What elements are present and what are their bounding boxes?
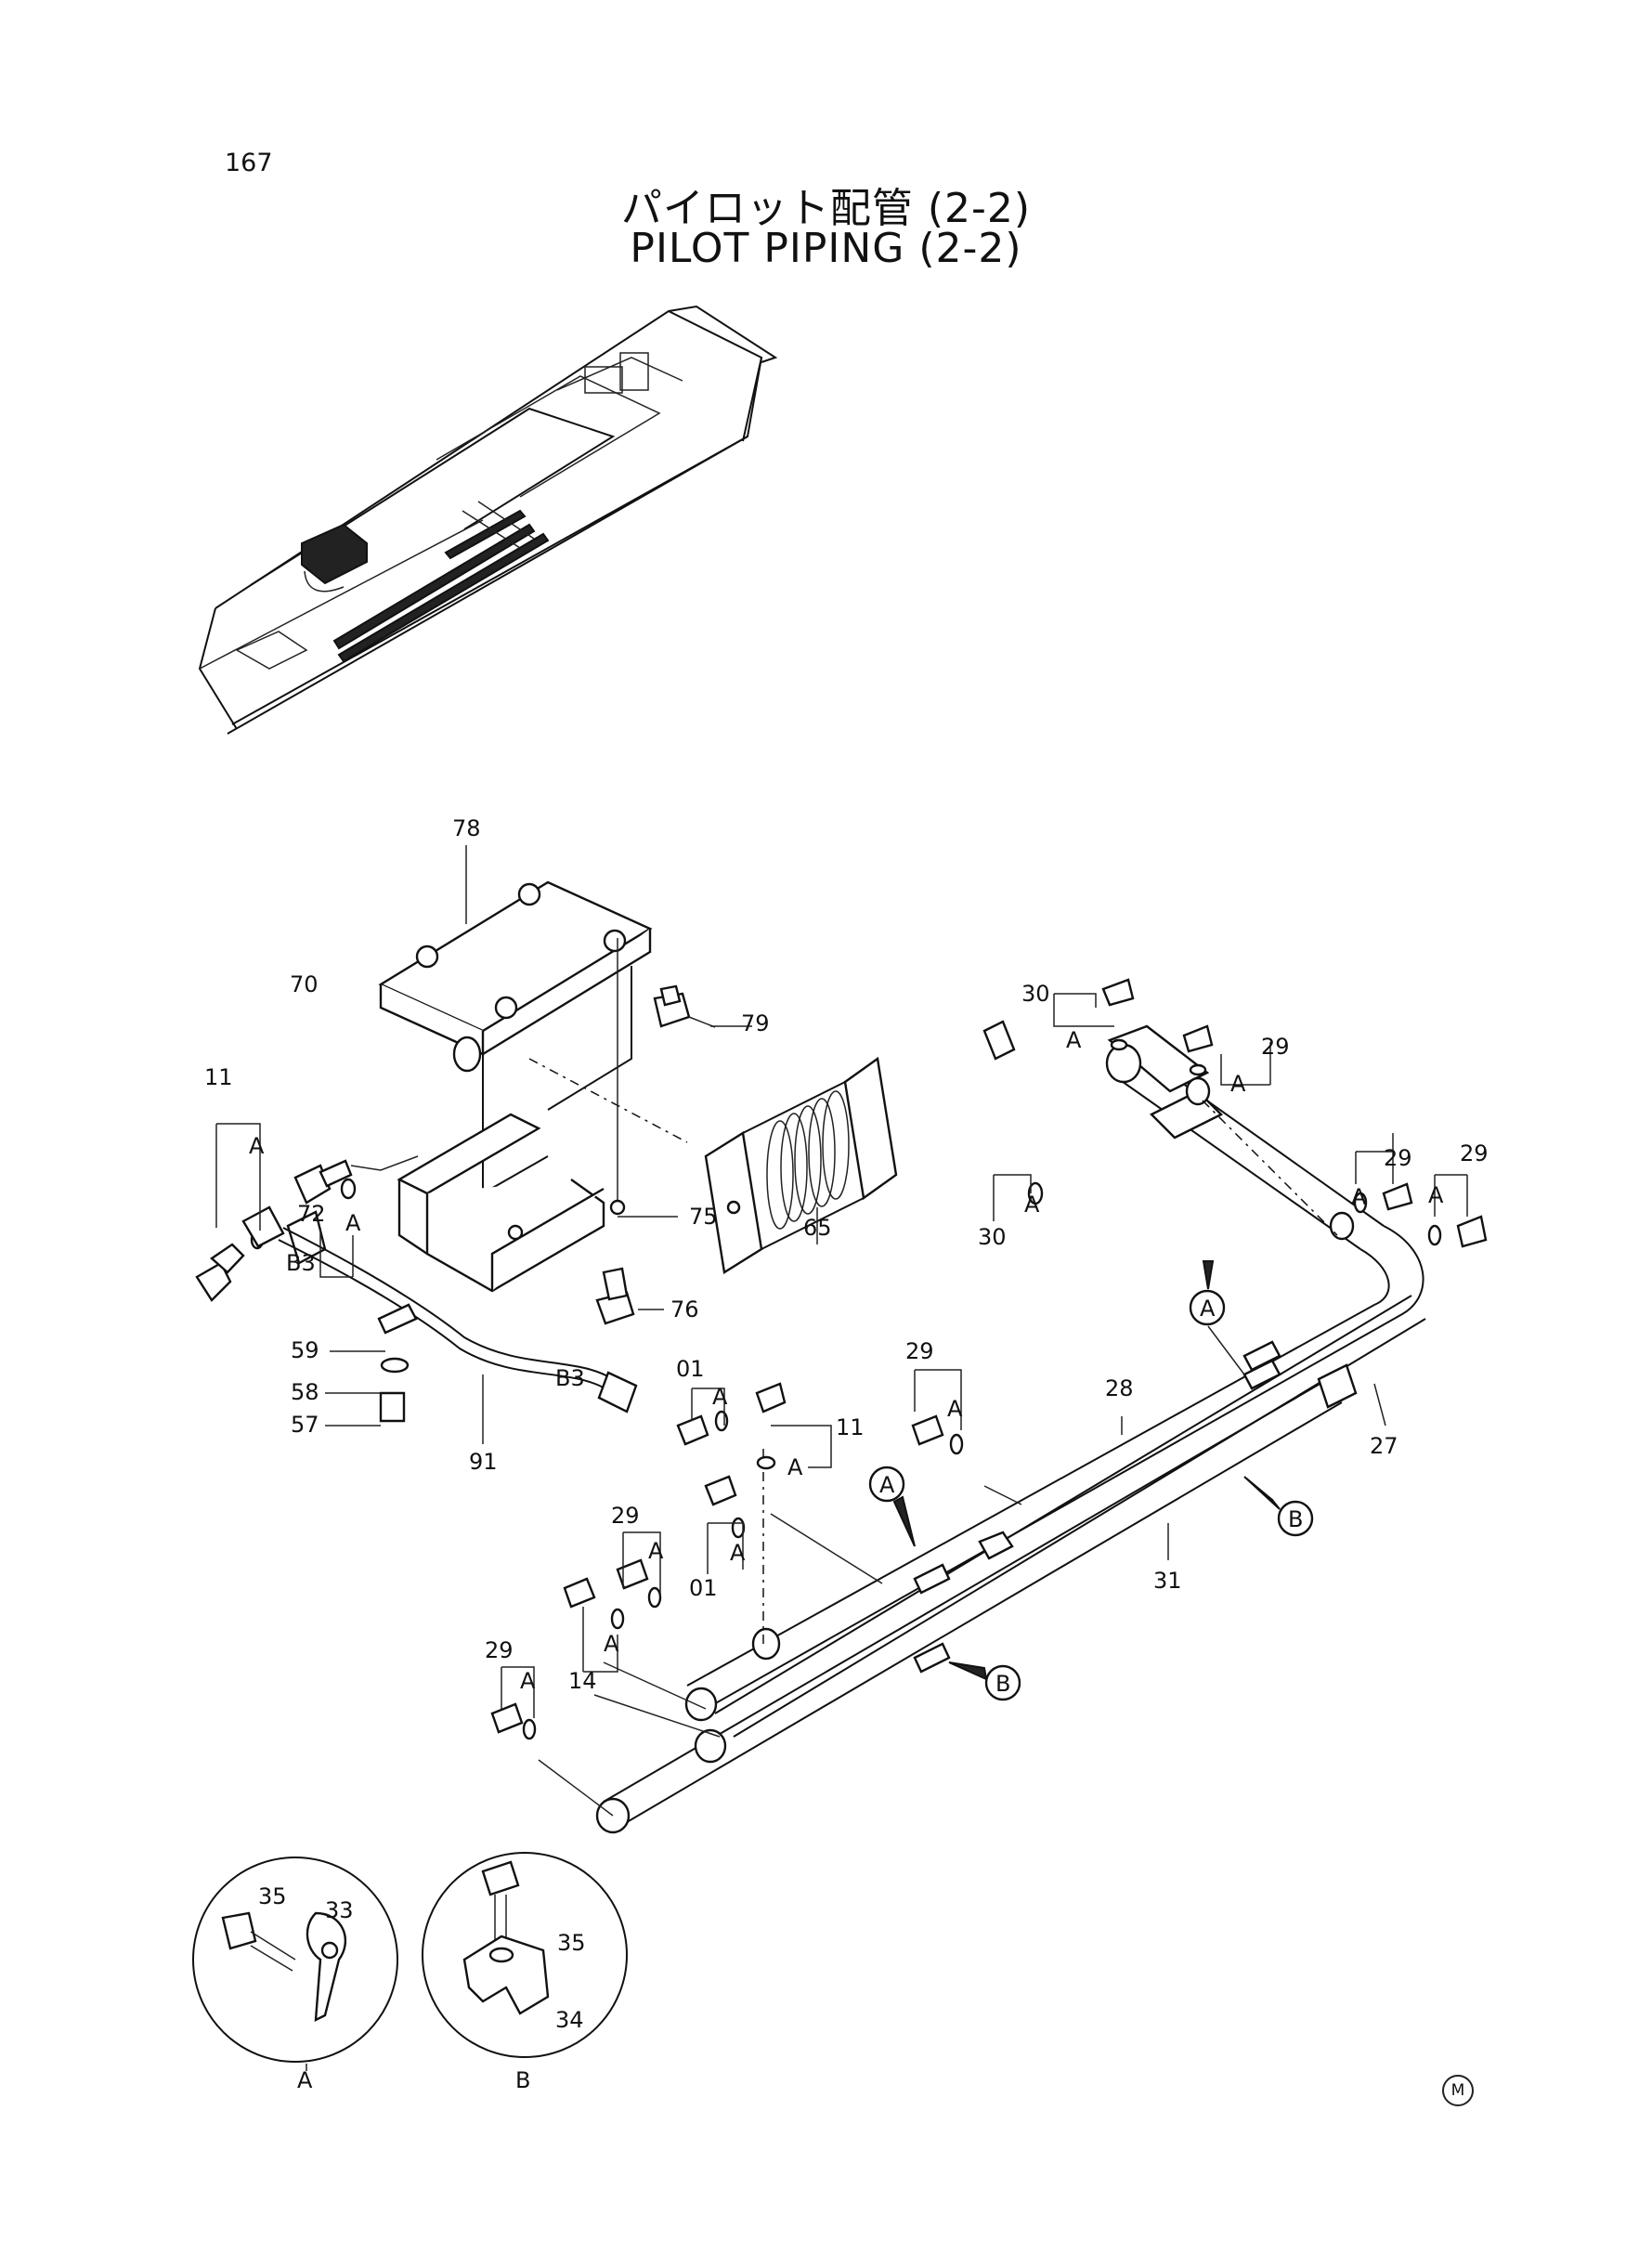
bracket-75 <box>397 1113 626 1293</box>
callout-91: 91 <box>469 1449 498 1475</box>
ref-marker-a2 <box>868 1466 916 1547</box>
detail-b-callout-34: 34 <box>555 2007 584 2033</box>
callout-a-29-mid: A <box>947 1396 963 1422</box>
callout-59: 59 <box>291 1337 319 1363</box>
callout-29-left: 29 <box>611 1503 640 1529</box>
pipe-assembly <box>538 1024 1426 1834</box>
callout-76: 76 <box>670 1296 699 1322</box>
callout-57: 57 <box>291 1412 319 1438</box>
callout-28: 28 <box>1105 1375 1134 1401</box>
ref-marker-a1 <box>1189 1260 1245 1375</box>
callout-11-lower: 11 <box>836 1414 865 1440</box>
ref-marker-a2-label: A <box>879 1472 895 1498</box>
label-b3-lower: B3 <box>555 1365 585 1391</box>
component-65 <box>704 1056 898 1274</box>
fasteners-upper-left <box>195 984 716 1325</box>
callout-a-30-lower: A <box>1024 1192 1040 1218</box>
detail-view-a <box>192 1857 398 2071</box>
callout-29-bottom: 29 <box>485 1637 514 1663</box>
fittings-lower <box>490 978 1488 1740</box>
detail-b-label: B <box>515 2067 530 2093</box>
callout-75: 75 <box>689 1204 718 1230</box>
callout-a-30-upper: A <box>1066 1027 1082 1053</box>
callout-a-29-left: A <box>648 1538 664 1564</box>
bracket-78 <box>378 880 688 1207</box>
detail-a-callout-33: 33 <box>325 1897 354 1923</box>
callout-29-right-end: 29 <box>1460 1140 1489 1166</box>
callout-31: 31 <box>1153 1568 1182 1594</box>
ref-marker-a1-label: A <box>1200 1296 1216 1322</box>
callout-65: 65 <box>803 1215 832 1241</box>
callout-a-14: A <box>604 1631 619 1657</box>
page-title-japanese: パイロット配管 (2-2) <box>620 185 1032 232</box>
detail-a-callout-35: 35 <box>258 1883 287 1909</box>
page-title-english: PILOT PIPING (2-2) <box>630 225 1022 272</box>
callout-a-29-bottom: A <box>520 1668 536 1694</box>
callout-11-upper: 11 <box>204 1064 233 1090</box>
machine-overview-illustration <box>198 305 778 735</box>
callout-a-11-upper: A <box>249 1133 265 1159</box>
callout-01-lower: 01 <box>689 1575 718 1601</box>
callout-a-01-upper: A <box>712 1384 728 1410</box>
callout-78: 78 <box>452 815 481 841</box>
callout-29-mid: 29 <box>905 1338 934 1364</box>
callout-a-72: A <box>345 1210 361 1236</box>
callout-29-right-upper: 29 <box>1261 1034 1290 1060</box>
callout-30-lower: 30 <box>978 1224 1007 1250</box>
callout-a-29-right-end: A <box>1428 1182 1444 1208</box>
callout-29-right-mid: 29 <box>1384 1145 1412 1171</box>
callout-79: 79 <box>741 1010 770 1036</box>
detail-a-label: A <box>297 2067 313 2093</box>
callout-58: 58 <box>291 1379 319 1405</box>
ref-marker-b2-label: B <box>995 1671 1010 1697</box>
callout-a-01-lower: A <box>730 1540 746 1566</box>
callout-a-29-right-upper: A <box>1230 1071 1246 1097</box>
callout-30-upper: 30 <box>1021 981 1050 1007</box>
leader-lines <box>215 845 1468 1718</box>
detail-b-callout-35: 35 <box>557 1930 586 1956</box>
ref-marker-b1-label: B <box>1288 1506 1303 1532</box>
callout-27: 27 <box>1370 1433 1398 1459</box>
callout-a-29-right-mid: A <box>1351 1184 1367 1210</box>
callout-01-upper: 01 <box>676 1356 705 1382</box>
ref-marker-b1 <box>1243 1476 1314 1537</box>
hose-91 <box>241 1205 638 1423</box>
trademark-mark: M <box>1442 2075 1474 2106</box>
callout-labels: 78 70 79 11 A A 72 65 75 76 B3 B3 59 58 … <box>204 815 1489 2093</box>
callout-14: 14 <box>568 1668 597 1694</box>
detail-view-b <box>422 1852 628 2058</box>
page-number: 167 <box>225 149 273 177</box>
callout-72: 72 <box>297 1201 326 1227</box>
label-b3-upper: B3 <box>286 1250 316 1276</box>
callout-a-11-lower: A <box>787 1454 803 1480</box>
callout-70: 70 <box>290 971 319 997</box>
ref-marker-b2 <box>948 1661 1021 1701</box>
